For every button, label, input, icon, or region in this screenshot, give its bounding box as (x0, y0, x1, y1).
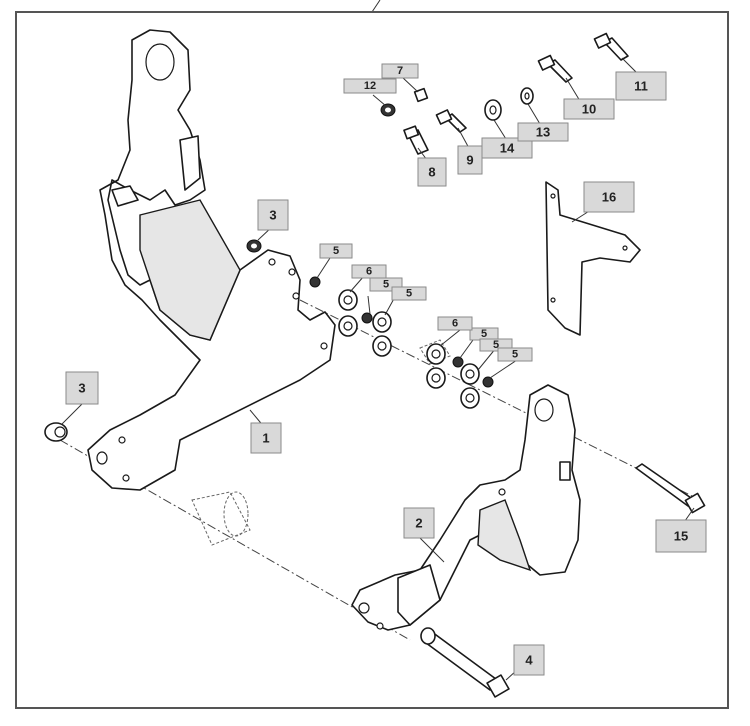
callout-5-c: 5 (391, 286, 427, 301)
callout-4: 4 (513, 644, 545, 676)
svg-text:12: 12 (364, 80, 376, 92)
part-12-nut (380, 103, 396, 117)
ghost-spacer-tube (191, 339, 451, 546)
part-2-lower-bracket (351, 384, 581, 631)
part-10-bolt (537, 54, 573, 83)
svg-text:5: 5 (383, 279, 389, 291)
part-9-bolt (435, 109, 467, 133)
callout-9: 9 (457, 145, 483, 175)
svg-text:3: 3 (78, 381, 85, 396)
callout-15: 15 (655, 519, 707, 553)
assembly-axis-lower (59, 439, 411, 641)
part-16-angle-bracket (545, 181, 641, 336)
svg-text:1: 1 (262, 431, 269, 446)
callout-7: 7 (381, 63, 419, 79)
assembly-axis-right (299, 299, 701, 501)
part-4-large-bolt (420, 627, 510, 698)
svg-text:5: 5 (493, 339, 499, 351)
callout-6-b: 6 (437, 316, 473, 331)
callout-10: 10 (563, 98, 615, 120)
svg-text:6: 6 (452, 318, 458, 330)
svg-text:5: 5 (406, 288, 412, 300)
svg-text:7: 7 (397, 65, 403, 77)
callout-12: 12 (343, 78, 397, 94)
svg-text:4: 4 (525, 653, 533, 668)
callout-6-a: 6 (351, 264, 387, 279)
part-3-nut-left (44, 422, 68, 442)
callout-2: 2 (403, 507, 435, 539)
callout-16: 16 (583, 181, 635, 213)
callout-3-left: 3 (65, 371, 99, 405)
callout-5-a: 5 (319, 243, 353, 259)
svg-text:2: 2 (415, 516, 422, 531)
callout-13: 13 (517, 122, 569, 142)
callout-3-upper: 3 (257, 199, 289, 231)
callout-11: 11 (615, 71, 667, 101)
svg-text:11: 11 (634, 79, 648, 94)
svg-text:6: 6 (366, 266, 372, 278)
part-11-bolt (593, 32, 629, 61)
svg-text:8: 8 (428, 165, 435, 180)
part-14-washer (484, 99, 502, 121)
diagram-frame (15, 11, 729, 709)
svg-text:13: 13 (536, 125, 550, 140)
svg-text:5: 5 (481, 328, 487, 340)
part-15-long-bolt (635, 463, 706, 514)
callout-14: 14 (481, 137, 533, 159)
svg-text:3: 3 (269, 208, 276, 223)
top-leader-stub (371, 0, 381, 13)
part-5-nuts (309, 276, 494, 388)
callout-8: 8 (417, 157, 447, 187)
svg-text:5: 5 (333, 245, 339, 257)
svg-text:9: 9 (466, 153, 473, 168)
part-3-nut-upper (246, 239, 262, 253)
part-13-washer (520, 87, 534, 105)
svg-text:15: 15 (674, 529, 688, 544)
callout-1: 1 (250, 422, 282, 454)
svg-text:16: 16 (602, 190, 616, 205)
callout-5-f: 5 (497, 347, 533, 362)
svg-text:5: 5 (512, 349, 518, 361)
part-1-main-bracket (87, 29, 336, 491)
part-8-bolt (403, 125, 429, 155)
part-6-spacers (338, 289, 480, 409)
svg-text:10: 10 (582, 102, 596, 117)
svg-text:14: 14 (500, 141, 515, 156)
